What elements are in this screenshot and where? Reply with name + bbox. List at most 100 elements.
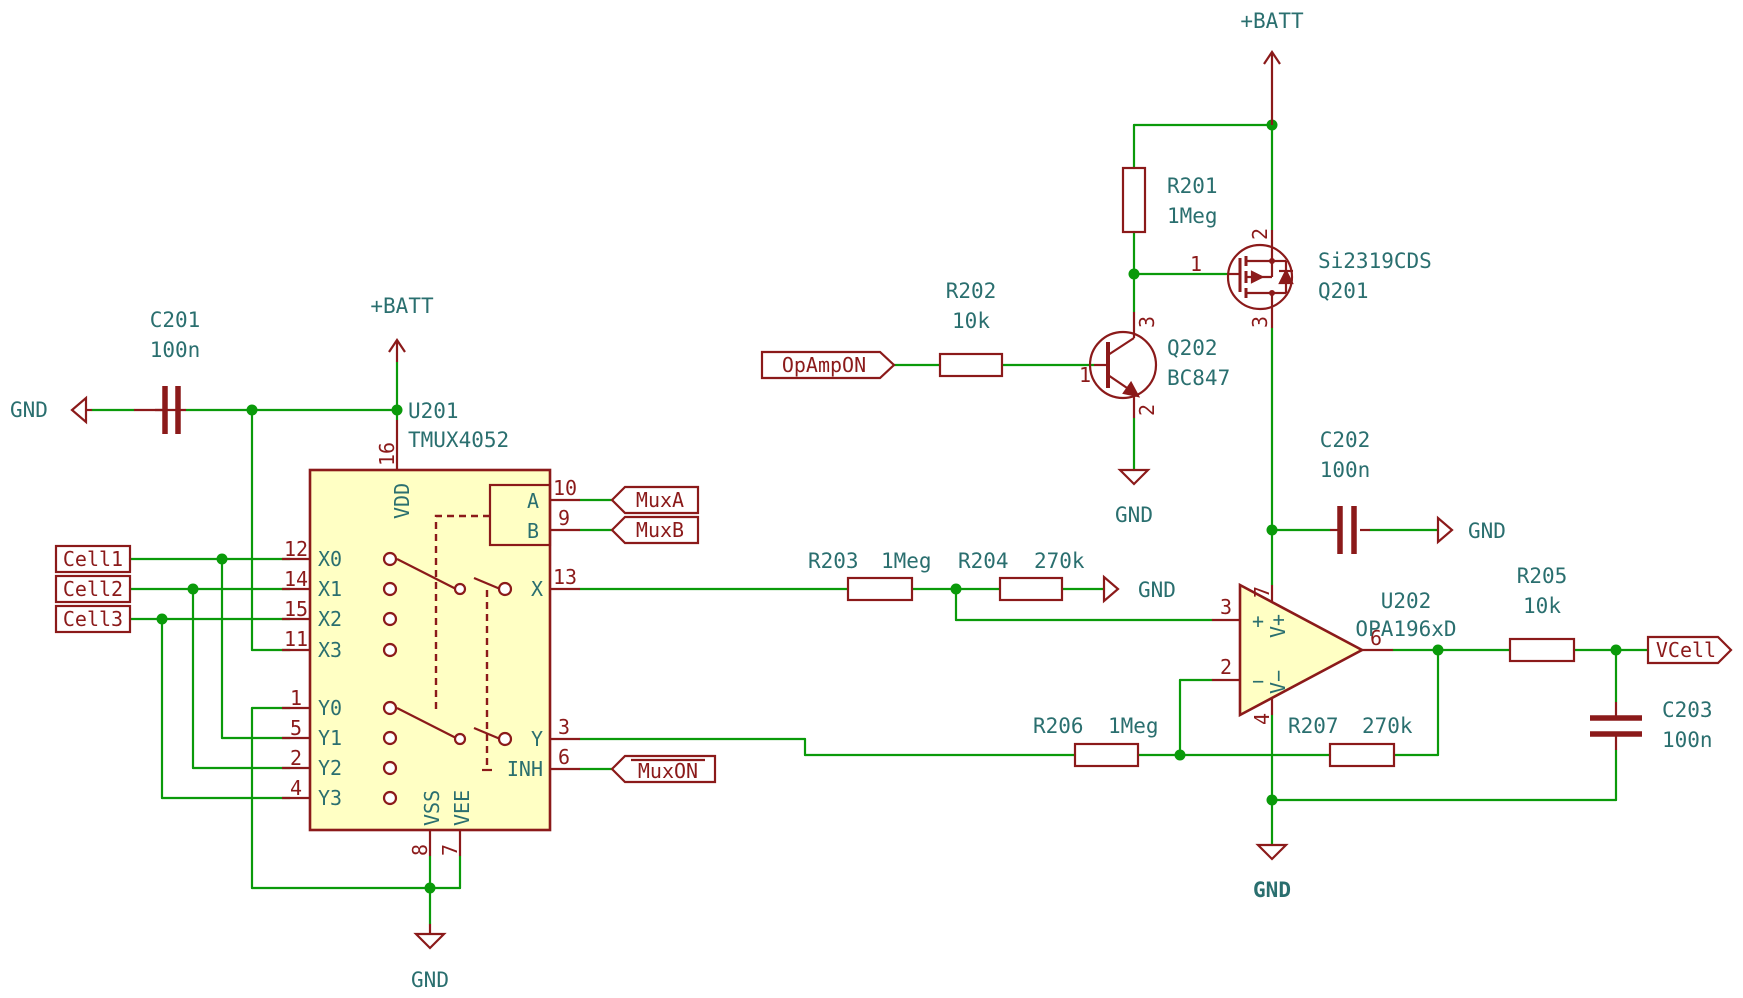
q202-pin-c: 3 <box>1135 316 1159 328</box>
r201-value: 1Meg <box>1167 204 1218 228</box>
u202-pin-vp: V+ <box>1266 614 1290 638</box>
r205-ref: R205 <box>1517 564 1568 588</box>
label-cell1: Cell1 <box>54 544 132 574</box>
r206-ref: R206 <box>1033 714 1084 738</box>
gnd-label-u201: GND <box>411 968 449 992</box>
u201-pin-x2: X2 <box>318 607 342 631</box>
muxa-label: MuxA <box>636 488 684 512</box>
gnd-symbol-q202: GND <box>1115 468 1153 527</box>
u201-pin-x0: X0 <box>318 547 342 571</box>
u201-pin-num-inh: 6 <box>558 745 570 769</box>
c203-value: 100n <box>1662 728 1713 752</box>
gnd-symbol-c202: GND <box>1436 515 1506 545</box>
capacitor-c203: C203 100n <box>1590 698 1713 752</box>
u202-pin-num-vp: 7 <box>1250 586 1274 598</box>
u202-pin-num-minus: 2 <box>1220 655 1232 679</box>
u201-pin-y3: Y3 <box>318 786 342 810</box>
q201-pin-g: 1 <box>1190 252 1202 276</box>
gnd-label-c202: GND <box>1468 519 1506 543</box>
u202-pin-num-vm: 4 <box>1250 713 1274 725</box>
r203-ref: R203 <box>808 549 859 573</box>
q201-pin-s: 2 <box>1248 228 1272 240</box>
r206-value: 1Meg <box>1108 714 1159 738</box>
c203-ref: C203 <box>1662 698 1713 722</box>
u201-left-pin-numbers: 12 14 15 11 1 5 2 4 <box>284 537 308 800</box>
label-cell3: Cell3 <box>54 604 132 634</box>
gnd-symbol-c201: GND <box>10 395 92 425</box>
u201-pin-a: A <box>527 489 539 513</box>
u201-pin-num-vss: 8 <box>408 844 432 856</box>
gnd-label-q202: GND <box>1115 503 1153 527</box>
q201-value: Si2319CDS <box>1318 249 1432 273</box>
resistor-r206: R206 1Meg <box>1033 714 1159 768</box>
u201-pin-num-x2: 15 <box>284 597 308 621</box>
label-muxon: MuxON <box>610 754 717 784</box>
u201-pin-num-vdd: 16 <box>375 442 399 466</box>
gnd-label-r204: GND <box>1138 578 1176 602</box>
q201-pin-d: 3 <box>1248 316 1272 328</box>
label-vcell: VCell <box>1646 635 1733 665</box>
gnd-symbol-u202: GND <box>1253 843 1291 902</box>
c201-value: 100n <box>150 338 201 362</box>
u201-pin-num-y2: 2 <box>290 746 302 770</box>
u201-vss-vee-pins: 8 7 VSS VEE <box>408 790 474 856</box>
u201-pin-y1: Y1 <box>318 726 342 750</box>
u201-decoder-box: A B <box>488 483 552 547</box>
r204-value: 270k <box>1034 549 1085 573</box>
u201-pin-num-vee: 7 <box>438 844 462 856</box>
transistor-q202: 1 2 3 Q202 BC847 <box>1079 312 1230 418</box>
vcell-label: VCell <box>1656 638 1716 662</box>
cell3-label: Cell3 <box>63 607 123 631</box>
u201-pin-y: Y <box>531 727 543 751</box>
r202-ref: R202 <box>946 279 997 303</box>
u201-pin-num-x1: 14 <box>284 567 308 591</box>
u201-pin-num-x3: 11 <box>284 627 308 651</box>
batt-label-u201: +BATT <box>370 294 434 318</box>
cell2-label: Cell2 <box>63 577 123 601</box>
u202-value: OPA196xD <box>1355 617 1456 641</box>
opampon-label: OpAmpON <box>782 353 866 377</box>
label-opampon: OpAmpON <box>760 350 896 380</box>
capacitor-c201: C201 100n <box>134 308 200 434</box>
u202-pin-plus: + <box>1252 609 1264 633</box>
resistor-r205: R205 10k <box>1508 564 1576 663</box>
q202-ref: Q202 <box>1167 336 1218 360</box>
u201-value: TMUX4052 <box>408 428 509 452</box>
r202-value: 10k <box>952 309 990 333</box>
u201-pin-y0: Y0 <box>318 696 342 720</box>
u201-pin-x: X <box>531 577 543 601</box>
q202-value: BC847 <box>1167 366 1230 390</box>
net-labels: Cell1 Cell2 Cell3 MuxA MuxB MuxON OpAmpO… <box>54 350 1733 784</box>
u201-pin-num-y0: 1 <box>290 686 302 710</box>
junction-dots <box>156 119 1622 894</box>
u201-ref: U201 <box>408 399 459 423</box>
label-muxa: MuxA <box>610 485 700 515</box>
ic-u201: U201 TMUX4052 12 14 15 11 1 5 2 4 X0 X1 … <box>282 399 580 856</box>
q202-pin-b: 1 <box>1079 363 1091 387</box>
u202-pin-num-out: 6 <box>1370 626 1382 650</box>
capacitor-c202: C202 100n <box>1320 428 1371 554</box>
gnd-label-c201: GND <box>10 398 48 422</box>
q202-pin-e: 2 <box>1135 404 1159 416</box>
resistor-r204: R204 270k <box>958 549 1085 602</box>
r207-value: 270k <box>1362 714 1413 738</box>
r207-ref: R207 <box>1288 714 1339 738</box>
u201-pin-x1: X1 <box>318 577 342 601</box>
u202-pin-minus: − <box>1252 669 1264 693</box>
resistor-r207: R207 270k <box>1288 714 1413 768</box>
label-muxb: MuxB <box>610 515 700 545</box>
power-symbols: +BATT +BATT GND GND GND GND <box>10 9 1506 992</box>
u201-pin-vss: VSS <box>420 790 444 826</box>
resistor-r202: R202 10k <box>938 279 1004 378</box>
c202-ref: C202 <box>1320 428 1371 452</box>
u201-pin-num-x: 13 <box>553 565 577 589</box>
u201-pin-num-x0: 12 <box>284 537 308 561</box>
gnd-label-u202: GND <box>1253 878 1291 902</box>
cell1-label: Cell1 <box>63 547 123 571</box>
q201-ref: Q201 <box>1318 279 1369 303</box>
u201-pin-vee: VEE <box>450 790 474 826</box>
u202-pin-vm: V− <box>1266 670 1290 694</box>
gnd-symbol-r204: GND <box>1102 574 1176 604</box>
u201-pin-num-y3: 4 <box>290 776 302 800</box>
